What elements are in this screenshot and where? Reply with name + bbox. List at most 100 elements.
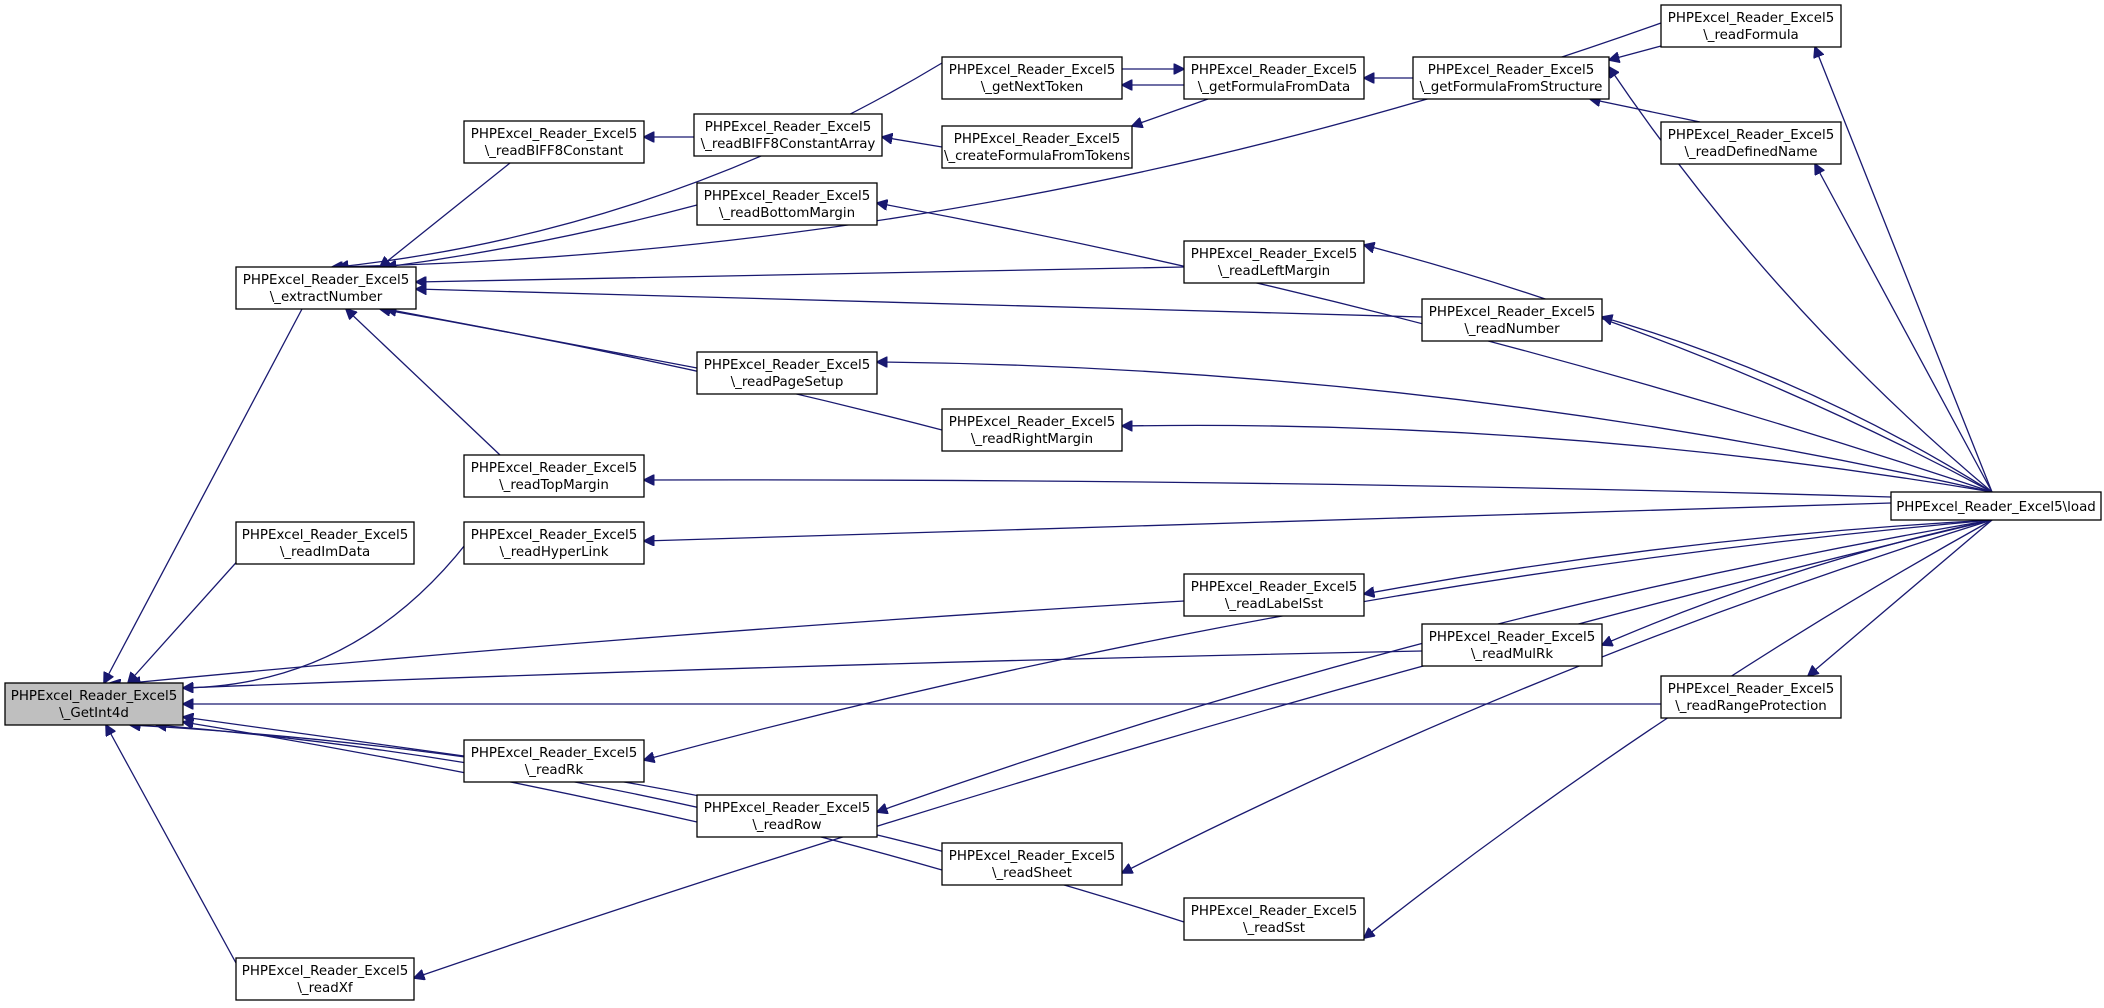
node-label-line1: PHPExcel_Reader_Excel5 <box>242 528 408 543</box>
node-readrangeprotection[interactable]: PHPExcel_Reader_Excel5\_readRangeProtect… <box>1660 675 1842 719</box>
edge-readleftmargin-to-extractnumber <box>416 266 1185 282</box>
node-box <box>1421 298 1603 342</box>
node-label-line1: PHPExcel_Reader_Excel5 <box>471 127 637 142</box>
node-box <box>1660 121 1842 165</box>
edge-readrk-to-getint4d <box>183 717 465 757</box>
node-label-line2: \_readFormula <box>1703 28 1799 43</box>
node-readrk[interactable]: PHPExcel_Reader_Excel5 \_readRk <box>463 739 645 783</box>
node-readsheet[interactable]: PHPExcel_Reader_Excel5\_readSheet <box>941 842 1123 886</box>
node-readleftmargin[interactable]: PHPExcel_Reader_Excel5 \_readLeftMargin <box>1183 240 1365 284</box>
node-label-line2: \_readRightMargin <box>971 432 1093 447</box>
edge-readnumber-to-extractnumber <box>416 289 1423 318</box>
node-readdefinedname[interactable]: PHPExcel_Reader_Excel5 \_readDefinedName <box>1660 121 1842 165</box>
nodes-layer: PHPExcel_Reader_Excel5\_GetInt4dPHPExcel… <box>4 4 2102 1001</box>
node-label-line1: PHPExcel_Reader_Excel5 <box>11 689 177 704</box>
node-box <box>1183 573 1365 617</box>
node-box <box>1183 897 1365 941</box>
edge-readtopmargin-to-extractnumber <box>346 309 501 456</box>
edge-readdefinedname-to-getformulafromstructure <box>1590 99 1701 123</box>
node-label-line2: \_readTopMargin <box>499 478 609 493</box>
node-readbottommargin[interactable]: PHPExcel_Reader_Excel5 \_readBottomMargin <box>696 182 878 226</box>
node-label-line2: \_getFormulaFromData <box>1198 80 1351 95</box>
node-readnumber[interactable]: PHPExcel_Reader_Excel5\_readNumber <box>1421 298 1603 342</box>
node-extractnumber[interactable]: PHPExcel_Reader_Excel5\_extractNumber <box>235 266 417 310</box>
node-createformulafromtokens[interactable]: PHPExcel_Reader_Excel5\_createFormulaFro… <box>941 125 1133 169</box>
node-label-line2: \_readBIFF8ConstantArray <box>701 137 876 152</box>
edge-readbiff8constant-to-extractnumber <box>380 162 511 267</box>
node-label-line2: \_readMulRk <box>1471 647 1553 662</box>
node-label-line2: \_readRk <box>525 763 584 778</box>
edge-getformulafromdata-to-createformulafromtokens <box>1132 98 1209 126</box>
node-readsst[interactable]: PHPExcel_Reader_Excel5 \_readSst <box>1183 897 1365 941</box>
node-label-line1: PHPExcel_Reader_Excel5 <box>471 746 637 761</box>
node-label-line2: \_readImData <box>280 545 370 560</box>
node-label-line2: \_readRangeProtection <box>1675 699 1827 714</box>
node-label-line2: \_getFormulaFromStructure <box>1420 80 1603 95</box>
node-getint4d[interactable]: PHPExcel_Reader_Excel5 \_GetInt4d <box>4 682 184 726</box>
node-getformulafromstructure[interactable]: PHPExcel_Reader_Excel5\_getFormulaFromSt… <box>1412 56 1610 100</box>
node-label-line1: PHPExcel_Reader_Excel5 <box>1191 247 1357 262</box>
edge-load-to-readformula <box>1815 47 1993 493</box>
node-getformulafromdata[interactable]: PHPExcel_Reader_Excel5\_getFormulaFromDa… <box>1183 56 1365 100</box>
node-label-line2: \_readSst <box>1243 921 1305 936</box>
node-box <box>235 957 415 1001</box>
node-readimdata[interactable]: PHPExcel_Reader_Excel5 \_readImData <box>235 521 415 565</box>
node-label-line2: \_readBottomMargin <box>719 206 855 221</box>
node-readrightmargin[interactable]: PHPExcel_Reader_Excel5\_readRightMargin <box>941 408 1123 452</box>
node-readformula[interactable]: PHPExcel_Reader_Excel5 \_readFormula <box>1660 4 1842 48</box>
edge-load-to-getformulafromstructure <box>1609 67 1993 493</box>
node-readxf[interactable]: PHPExcel_Reader_Excel5 \_readXf <box>235 957 415 1001</box>
node-label-line1: PHPExcel_Reader_Excel5 <box>1191 580 1357 595</box>
edge-load-to-readsst <box>1364 519 1993 938</box>
edge-extractnumber-to-getint4d <box>104 308 303 683</box>
edge-load-to-readsheet <box>1122 519 1993 873</box>
node-box <box>1660 675 1842 719</box>
node-label-line2: \_GetInt4d <box>59 706 129 721</box>
node-readbiff8constantarray[interactable]: PHPExcel_Reader_Excel5 \_readBIFF8Constan… <box>693 113 883 157</box>
node-label-line1: PHPExcel_Reader_Excel5 <box>1668 128 1834 143</box>
node-readrow[interactable]: PHPExcel_Reader_Excel5 \_readRow <box>696 794 878 838</box>
node-load[interactable]: PHPExcel_Reader_Excel5\load <box>1890 491 2102 521</box>
node-label-line1: PHPExcel_Reader_Excel5\load <box>1896 500 2096 515</box>
node-label-line2: \_readDefinedName <box>1684 145 1817 160</box>
edge-readlabelsst-to-getint4d <box>130 600 1185 683</box>
node-label-line1: PHPExcel_Reader_Excel5 <box>1668 11 1834 26</box>
node-label-line1: PHPExcel_Reader_Excel5 <box>704 189 870 204</box>
node-label-line1: PHPExcel_Reader_Excel5 <box>954 132 1120 147</box>
node-label-line2: \_readHyperLink <box>499 545 608 560</box>
node-label-line1: PHPExcel_Reader_Excel5 <box>471 528 637 543</box>
node-readbiff8constant[interactable]: PHPExcel_Reader_Excel5\_readBIFF8Constan… <box>463 120 645 164</box>
node-label-line2: \_readLeftMargin <box>1218 264 1330 279</box>
node-box <box>1183 240 1365 284</box>
node-readtopmargin[interactable]: PHPExcel_Reader_Excel5\_readTopMargin <box>463 454 645 498</box>
edge-load-to-readleftmargin <box>1364 245 1993 493</box>
edge-load-to-readrangeprotection <box>1808 519 1993 676</box>
node-label-line1: PHPExcel_Reader_Excel5 <box>1191 904 1357 919</box>
node-box <box>941 125 1133 169</box>
node-box <box>1412 56 1610 100</box>
node-box <box>1660 4 1842 48</box>
node-getnexttoken[interactable]: PHPExcel_Reader_Excel5 \_getNextToken <box>941 56 1123 100</box>
edge-load-to-readdefinedname <box>1815 164 1993 493</box>
edge-load-to-readnumber <box>1602 317 1993 493</box>
node-label-line2: \_getNextToken <box>981 80 1084 95</box>
node-readlabelsst[interactable]: PHPExcel_Reader_Excel5 \_readLabelSst <box>1183 573 1365 617</box>
node-readmulrk[interactable]: PHPExcel_Reader_Excel5\_readMulRk <box>1421 623 1603 667</box>
edge-createformulafromtokens-to-readbiff8constantarray <box>882 137 943 148</box>
node-readpagesetup[interactable]: PHPExcel_Reader_Excel5\_readPageSetup <box>696 351 878 395</box>
edge-readrightmargin-to-extractnumber <box>380 309 943 431</box>
node-box <box>463 739 645 783</box>
node-label-line1: PHPExcel_Reader_Excel5 <box>704 801 870 816</box>
node-box <box>1183 56 1365 100</box>
node-label-line1: PHPExcel_Reader_Excel5 <box>242 964 408 979</box>
node-readhyperlink[interactable]: PHPExcel_Reader_Excel5 \_readHyperLink <box>463 521 645 565</box>
node-label-line1: PHPExcel_Reader_Excel5 <box>949 63 1115 78</box>
edge-getnexttoken-to-extractnumber <box>338 62 943 267</box>
node-label-line1: PHPExcel_Reader_Excel5 <box>705 120 871 135</box>
node-label-line2: \_readLabelSst <box>1225 597 1323 612</box>
node-box <box>463 120 645 164</box>
node-label-line2: \_readRow <box>752 818 821 833</box>
node-label-line2: \_readXf <box>297 981 353 996</box>
node-box <box>693 113 883 157</box>
